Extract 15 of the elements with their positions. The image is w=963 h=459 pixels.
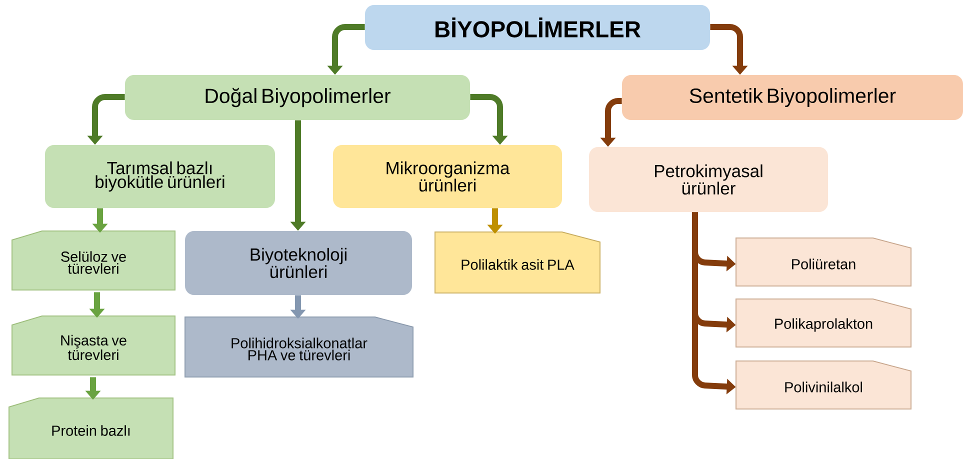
item-box: Polihidroksialkonatlar PHA ve türevleri — [184, 316, 414, 378]
category-box: Mikroorganizma ürünleri — [333, 145, 562, 208]
item-box: Polikaprolakton — [736, 298, 912, 348]
item-box: Polivinilalkol — [736, 360, 912, 410]
category-box: Biyoteknoloji ürünleri — [185, 231, 412, 295]
item-box: Selüloz ve türevleri — [12, 230, 176, 290]
category-box: Sentetik Biyopolimerler — [622, 75, 963, 120]
item-box: Nişasta ve türevleri — [12, 316, 176, 376]
item-box: Protein bazlı — [8, 398, 174, 459]
category-box: Tarımsal bazlı biyokütle ürünleri — [45, 145, 275, 208]
title-box: BİYOPOLİMERLER — [365, 5, 710, 50]
category-box: Doğal Biyopolimerler — [125, 75, 470, 120]
category-box: Petrokimyasal ürünler — [589, 147, 828, 212]
item-box: Poliüretan — [736, 238, 912, 286]
item-box: Polilaktik asit PLA — [434, 232, 600, 294]
